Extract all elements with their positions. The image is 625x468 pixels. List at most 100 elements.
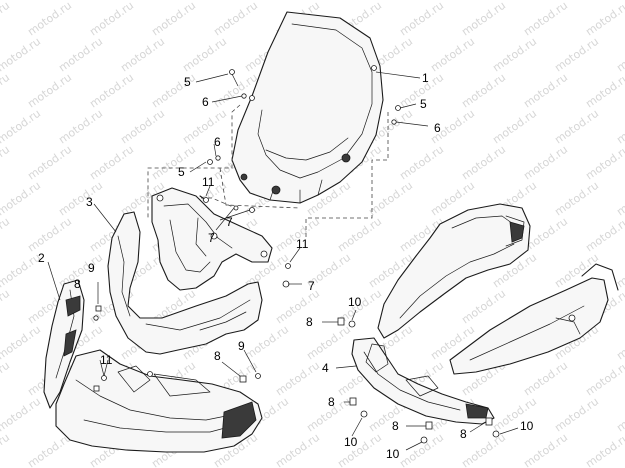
callout-7: 7 [208, 231, 215, 245]
washer-icon [215, 155, 221, 161]
screw-icon [348, 320, 356, 328]
callout-6: 6 [202, 95, 209, 109]
watermark-text: motod.ru [614, 179, 625, 219]
watermark-text: motod.ru [335, 431, 384, 468]
callout-labels: 1 2 3 4 5 5 5 6 6 6 7 7 7 8 8 8 8 8 8 9 … [38, 71, 534, 461]
watermark-text: motod.ru [118, 35, 167, 75]
callout-10: 10 [344, 435, 358, 449]
watermark-text: motod.ru [0, 431, 12, 468]
windscreen-part [231, 11, 384, 204]
watermark-text: motod.ru [25, 215, 74, 255]
callout-6: 6 [434, 121, 441, 135]
inner-fairing-part [107, 211, 263, 355]
nut-icon [337, 317, 345, 326]
watermark-text: motod.ru [87, 143, 136, 183]
watermark-text: motod.ru [0, 179, 43, 219]
watermark-text: motod.ru [335, 215, 384, 255]
callout-10: 10 [348, 295, 362, 309]
watermark-text: motod.ru [614, 323, 625, 363]
watermark-text: motod.ru [149, 143, 198, 183]
watermark-text: motod.ru [459, 0, 508, 38]
watermark-text: motod.ru [614, 35, 625, 75]
callout-10: 10 [386, 447, 400, 461]
callout-7: 7 [226, 215, 233, 229]
watermark-text: motod.ru [56, 107, 105, 147]
watermark-text: motod.ru [0, 107, 43, 147]
watermark-text: motod.ru [25, 71, 74, 111]
callout-6: 6 [214, 135, 221, 149]
watermark-text: motod.ru [25, 0, 74, 38]
screw-icon [360, 410, 368, 418]
watermark-text: motod.ru [397, 431, 446, 468]
watermark-text: motod.ru [180, 35, 229, 75]
callout-9: 9 [88, 261, 95, 275]
callout-11: 11 [100, 353, 113, 367]
callout-5: 5 [420, 97, 427, 111]
callout-4: 4 [322, 361, 329, 375]
watermark-text: motod.ru [459, 143, 508, 183]
callout-8: 8 [74, 277, 81, 291]
watermark-text: motod.ru [0, 71, 12, 111]
callout-8: 8 [214, 349, 221, 363]
right-lower-fairing-part [449, 263, 619, 375]
watermark-text: motod.ru [56, 179, 105, 219]
watermark-text: motod.ru [521, 359, 570, 399]
watermark-text: motod.ru [490, 35, 539, 75]
callout-7: 7 [308, 279, 315, 293]
watermark-text: motod.ru [583, 215, 625, 255]
watermark-text: motod.ru [583, 143, 625, 183]
watermark-text: motod.ru [552, 107, 601, 147]
screw-icon [492, 430, 500, 438]
callout-3: 3 [86, 195, 93, 209]
callout-2: 2 [38, 251, 45, 265]
callout-9: 9 [238, 339, 245, 353]
callout-11: 11 [296, 237, 309, 251]
watermark-text: motod.ru [0, 143, 12, 183]
watermark-text: motod.ru [56, 35, 105, 75]
clip-icon [233, 205, 255, 213]
watermark-text: motod.ru [366, 179, 415, 219]
watermark-text: motod.ru [273, 287, 322, 327]
watermark-text: motod.ru [0, 251, 43, 291]
right-side-fairing-part [377, 203, 531, 339]
watermark-text: motod.ru [273, 431, 322, 468]
callout-8: 8 [328, 395, 335, 409]
callout-5: 5 [178, 165, 185, 179]
screw-icon [395, 105, 401, 111]
watermark-text: motod.ru [273, 359, 322, 399]
nut-icon [485, 417, 493, 426]
left-side-panel-part [43, 279, 85, 409]
screw-icon [420, 436, 428, 444]
watermark-text: motod.ru [459, 287, 508, 327]
watermark-text: motod.ru [521, 143, 570, 183]
watermark-text: motod.ru [25, 143, 74, 183]
nut-icon [349, 397, 357, 406]
nut-icon [239, 375, 247, 383]
watermark-text: motod.ru [180, 107, 229, 147]
watermark-text: motod.ru [87, 0, 136, 38]
watermark-text: motod.ru [0, 35, 43, 75]
watermark-text: motod.ru [552, 35, 601, 75]
watermark-text: motod.ru [397, 0, 446, 38]
nut-icon [425, 421, 433, 430]
headlight-bracket-part [151, 187, 273, 291]
screw-icon [229, 69, 239, 87]
watermark-text: motod.ru [0, 395, 43, 435]
watermark-text: motod.ru [118, 107, 167, 147]
watermark-text: motod.ru [0, 287, 12, 327]
callout-11: 11 [202, 175, 215, 189]
callout-1: 1 [422, 71, 429, 85]
watermark-text: motod.ru [521, 0, 570, 38]
watermark-text: motod.ru [242, 323, 291, 363]
watermark-text: motod.ru [0, 215, 12, 255]
screw-icon [255, 373, 261, 379]
front-nose-fairing-part [55, 349, 263, 453]
washer-icon [241, 93, 247, 99]
watermark-text: motod.ru [0, 323, 43, 363]
nut-icon [93, 385, 100, 392]
watermark-text: motod.ru [614, 395, 625, 435]
washer-icon [391, 119, 397, 125]
callout-8: 8 [392, 419, 399, 433]
watermark-text: motod.ru [552, 179, 601, 219]
